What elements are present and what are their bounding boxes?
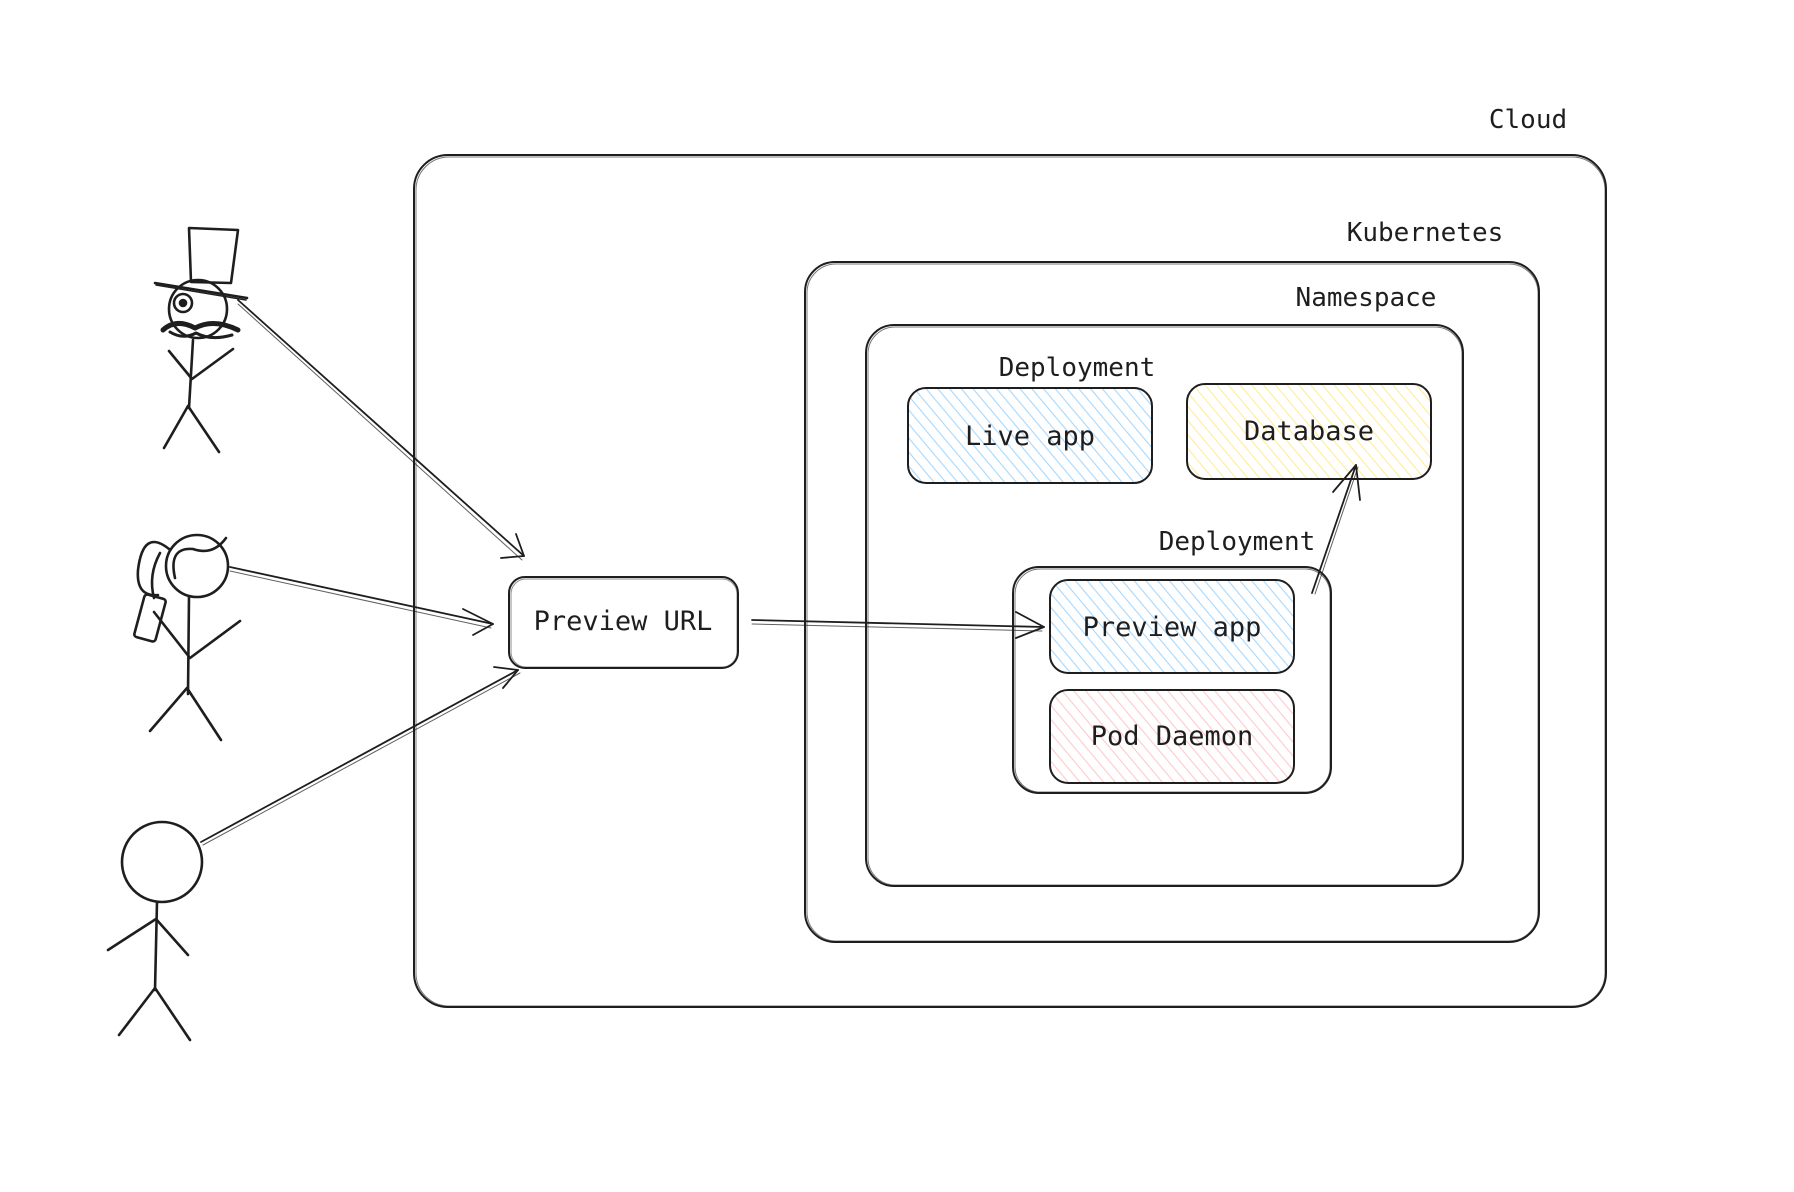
namespace-label: Namespace — [1296, 283, 1437, 313]
database-label: Database — [1244, 416, 1374, 447]
preview-url-box: Preview URL — [508, 576, 739, 669]
preview-url-label: Preview URL — [534, 606, 713, 637]
live-app-label: Live app — [965, 421, 1095, 452]
pod-daemon-box: Pod Daemon — [1049, 689, 1295, 784]
database-box: Database — [1186, 383, 1432, 480]
kubernetes-container: Kubernetes — [804, 218, 1540, 943]
preview-app-box: Preview app — [1049, 579, 1295, 674]
namespace-container: Namespace — [865, 283, 1464, 887]
deployment-live-label: Deployment — [999, 353, 1156, 383]
deployment-preview-label: Deployment — [1159, 527, 1316, 557]
live-app-box: Live app — [907, 387, 1153, 484]
preview-app-label: Preview app — [1083, 612, 1262, 643]
arrow-user3-to-preview-url — [200, 666, 521, 846]
deployment-preview-container: Deployment — [1012, 527, 1332, 794]
stick-figure-plain-icon — [106, 820, 204, 1042]
cloud-container: Cloud — [413, 105, 1607, 1008]
arrow-preview-app-to-database — [1311, 464, 1361, 595]
cloud-label: Cloud — [1489, 105, 1567, 135]
arrow-preview-url-to-preview-app — [751, 611, 1045, 639]
arrow-user1-to-preview-url — [237, 299, 525, 561]
stick-figure-ponytail-phone-icon — [133, 533, 242, 742]
stick-figure-top-hat-monocle-icon — [153, 226, 249, 454]
pod-daemon-label: Pod Daemon — [1091, 721, 1254, 752]
kubernetes-label: Kubernetes — [1347, 218, 1504, 248]
arrow-user2-to-preview-url — [229, 566, 494, 636]
